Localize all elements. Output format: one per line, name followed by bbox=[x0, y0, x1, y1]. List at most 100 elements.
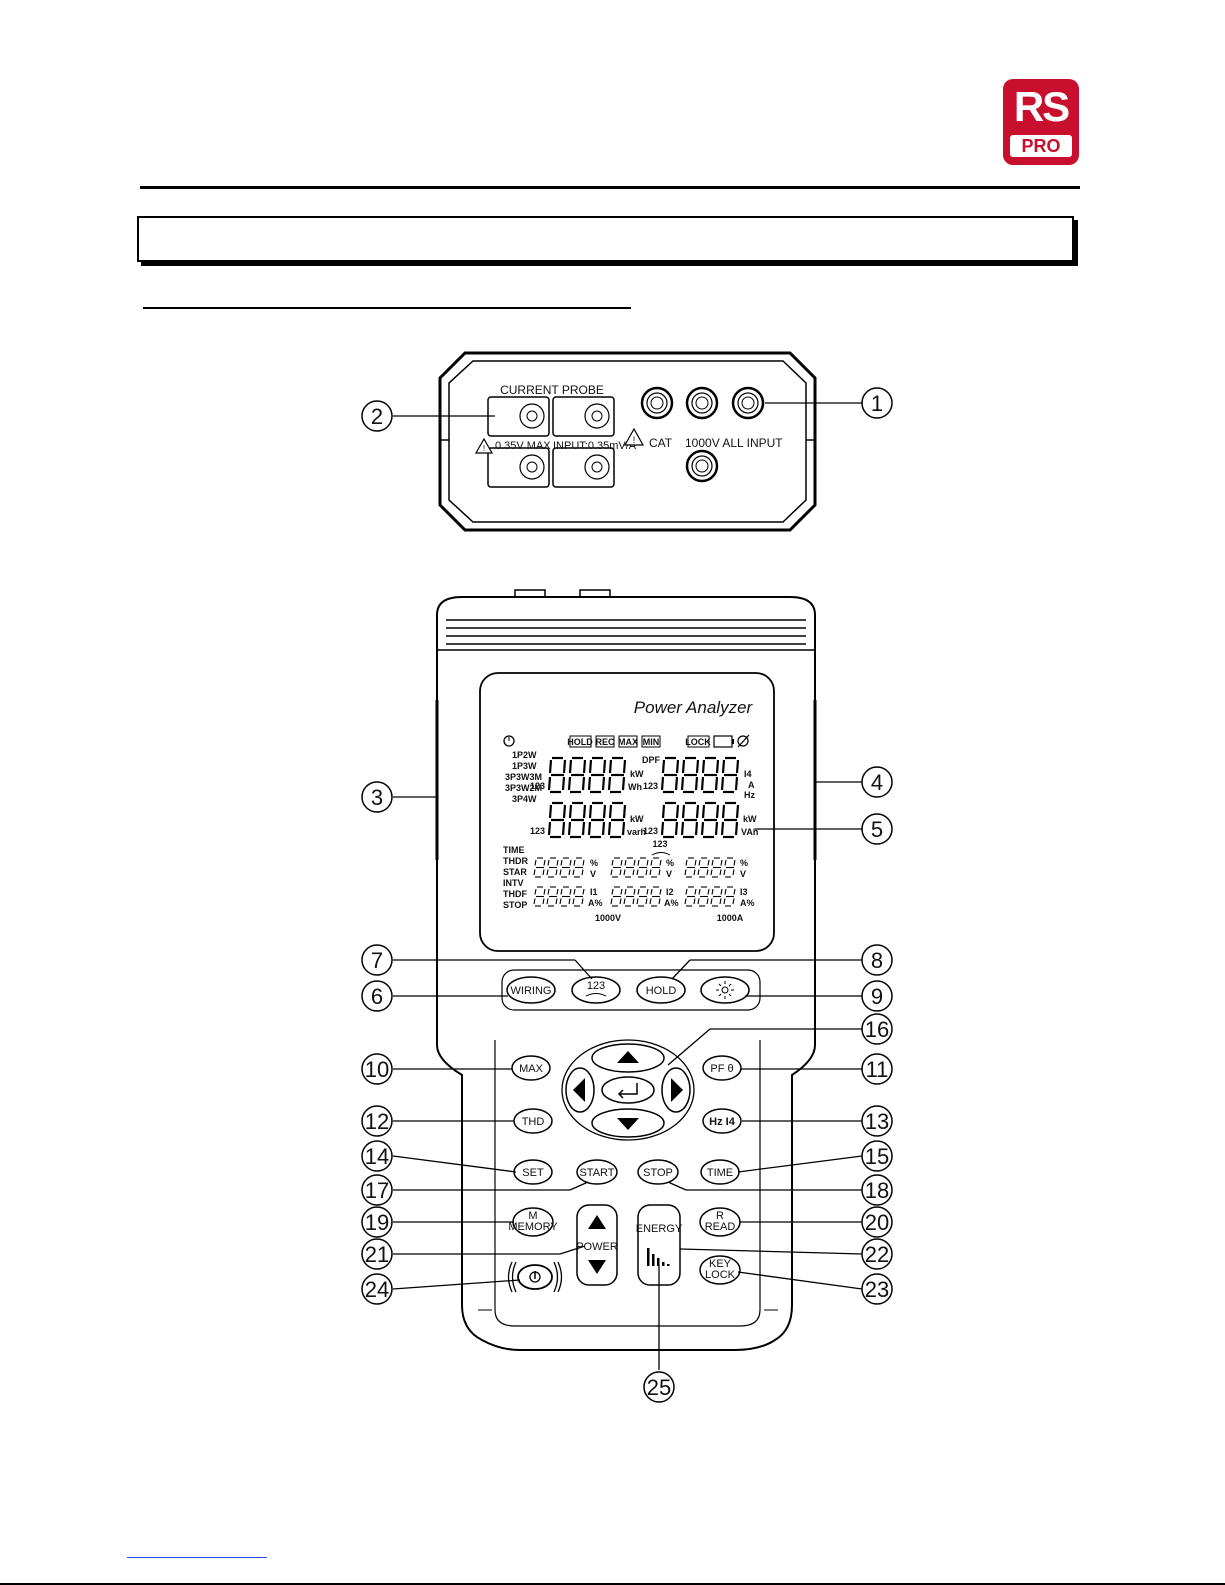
read-button[interactable]: R READ bbox=[699, 1207, 741, 1237]
svg-text:SET: SET bbox=[522, 1167, 544, 1179]
power-button[interactable]: POWER bbox=[576, 1204, 618, 1286]
cat-label: CAT bbox=[649, 436, 673, 450]
lcd-segment-digit bbox=[710, 886, 723, 907]
callout-number: 2 bbox=[371, 404, 383, 429]
callout-5: 5 bbox=[861, 813, 893, 845]
lcd-segment-digit bbox=[567, 801, 587, 839]
callout-1: 1 bbox=[861, 387, 893, 419]
max-button[interactable]: MAX bbox=[511, 1055, 551, 1081]
callout-number: 17 bbox=[365, 1178, 389, 1203]
voltage-jack-1[interactable] bbox=[640, 386, 674, 420]
callout-number: 18 bbox=[865, 1178, 889, 1203]
on-off-button[interactable] bbox=[507, 1261, 563, 1293]
right-arrow-button[interactable] bbox=[661, 1067, 691, 1113]
lcd-unit: I1 bbox=[590, 887, 598, 897]
probe-socket-3[interactable] bbox=[487, 447, 550, 488]
voltage-jack-3[interactable] bbox=[731, 386, 765, 420]
set-button[interactable]: SET bbox=[513, 1159, 553, 1185]
callout-lines bbox=[392, 402, 863, 1370]
voltage-jack-4[interactable] bbox=[685, 449, 719, 483]
enter-button[interactable] bbox=[601, 1076, 655, 1104]
lcd-unit: % bbox=[666, 858, 674, 868]
lcd-segment-digit bbox=[720, 756, 740, 794]
energy-button[interactable]: ENERGY bbox=[636, 1204, 683, 1286]
svg-text:POWER: POWER bbox=[576, 1241, 618, 1253]
lcd-lower-label: STAR bbox=[503, 867, 527, 877]
lcd-segment-digit bbox=[533, 886, 546, 907]
lcd-segment-digit bbox=[610, 857, 623, 878]
lcd-left-label: 3P3W2M bbox=[505, 783, 542, 793]
lcd-status-min: MIN bbox=[641, 735, 661, 748]
callout-number: 13 bbox=[865, 1109, 889, 1134]
callout-number: 25 bbox=[647, 1375, 671, 1400]
down-arrow-button[interactable] bbox=[591, 1108, 665, 1138]
lcd-unit: kW bbox=[743, 814, 757, 824]
pf-button[interactable]: PF θ bbox=[702, 1055, 742, 1081]
stop-button[interactable]: STOP bbox=[637, 1159, 679, 1185]
lcd-lower-label: TIME bbox=[503, 845, 525, 855]
callout-20: 20 bbox=[861, 1206, 893, 1238]
callout-number: 8 bbox=[871, 948, 883, 973]
lcd-segment-digit bbox=[649, 857, 662, 878]
lcd-segment-digit bbox=[572, 857, 585, 878]
svg-text:HOLD: HOLD bbox=[567, 737, 593, 747]
navigation-pad bbox=[561, 1039, 695, 1141]
callout-number: 11 bbox=[866, 1057, 889, 1082]
left-arrow-button[interactable] bbox=[565, 1067, 595, 1113]
callout-number: 19 bbox=[365, 1210, 389, 1235]
svg-text:MEMORY: MEMORY bbox=[508, 1221, 558, 1233]
callout-25: 25 bbox=[643, 1371, 675, 1403]
lcd-phase-label: 123 bbox=[530, 826, 545, 836]
callout-number: 23 bbox=[865, 1277, 889, 1302]
thd-button[interactable]: THD bbox=[513, 1108, 553, 1134]
lcd-dpf-label: DPF bbox=[642, 755, 661, 765]
probe-socket-4[interactable] bbox=[552, 447, 615, 488]
left-arrow-icon bbox=[573, 1078, 585, 1102]
callout-17: 17 bbox=[361, 1174, 393, 1206]
callout-number: 3 bbox=[371, 785, 383, 810]
hz-button[interactable]: Hz I4 bbox=[702, 1108, 742, 1134]
phase-button[interactable]: 123 bbox=[571, 976, 621, 1004]
probe-socket-1[interactable] bbox=[487, 396, 550, 437]
lcd-unit: V bbox=[590, 869, 596, 879]
rs-pro-logo: RS PRO bbox=[1003, 79, 1079, 165]
warning-icon: ! bbox=[474, 437, 494, 454]
lcd-unit: % bbox=[590, 858, 598, 868]
lcd-status-rec: REC bbox=[595, 735, 615, 748]
lcd-segment-digit bbox=[684, 886, 697, 907]
header-rule bbox=[140, 186, 1080, 189]
lcd-unit: A% bbox=[740, 898, 755, 908]
voltage-jack-2[interactable] bbox=[685, 386, 719, 420]
wiring-button[interactable]: WIRING bbox=[506, 976, 556, 1004]
input-rating-label: INPUT:0.35mV/A bbox=[553, 440, 637, 452]
lcd-phase-label: 123 bbox=[530, 781, 545, 791]
section-title-box bbox=[137, 216, 1074, 262]
lcd-lower-label: INTV bbox=[503, 878, 524, 888]
lcd-segment-digit bbox=[546, 857, 559, 878]
lcd-unit: kW bbox=[630, 769, 644, 779]
start-button[interactable]: START bbox=[576, 1159, 618, 1185]
power-down-icon bbox=[588, 1260, 606, 1274]
backlight-button[interactable] bbox=[700, 976, 750, 1004]
hold-button[interactable]: HOLD bbox=[636, 976, 686, 1004]
key-lock-button[interactable]: KEY LOCK bbox=[699, 1255, 741, 1285]
probe-socket-2[interactable] bbox=[552, 396, 615, 437]
lcd-segment-digit bbox=[587, 801, 607, 839]
lcd-segment-digit bbox=[684, 857, 697, 878]
svg-text:THD: THD bbox=[522, 1116, 545, 1128]
callout-3: 3 bbox=[361, 781, 393, 813]
callout-24: 24 bbox=[361, 1273, 393, 1305]
callout-7: 7 bbox=[361, 944, 393, 976]
up-arrow-icon bbox=[617, 1051, 639, 1063]
logo-pro-text: PRO bbox=[1010, 135, 1072, 157]
svg-text:TIME: TIME bbox=[707, 1167, 733, 1179]
time-button[interactable]: TIME bbox=[700, 1159, 740, 1185]
callout-9: 9 bbox=[861, 980, 893, 1012]
callout-8: 8 bbox=[861, 944, 893, 976]
memory-button[interactable]: M MEMORY bbox=[508, 1207, 558, 1237]
lcd-segment-digit bbox=[567, 756, 587, 794]
up-arrow-button[interactable] bbox=[591, 1043, 665, 1073]
svg-text:R: R bbox=[716, 1210, 724, 1222]
lcd-segment-digit bbox=[636, 886, 649, 907]
lcd-left-label: 3P3W3M bbox=[505, 772, 542, 782]
